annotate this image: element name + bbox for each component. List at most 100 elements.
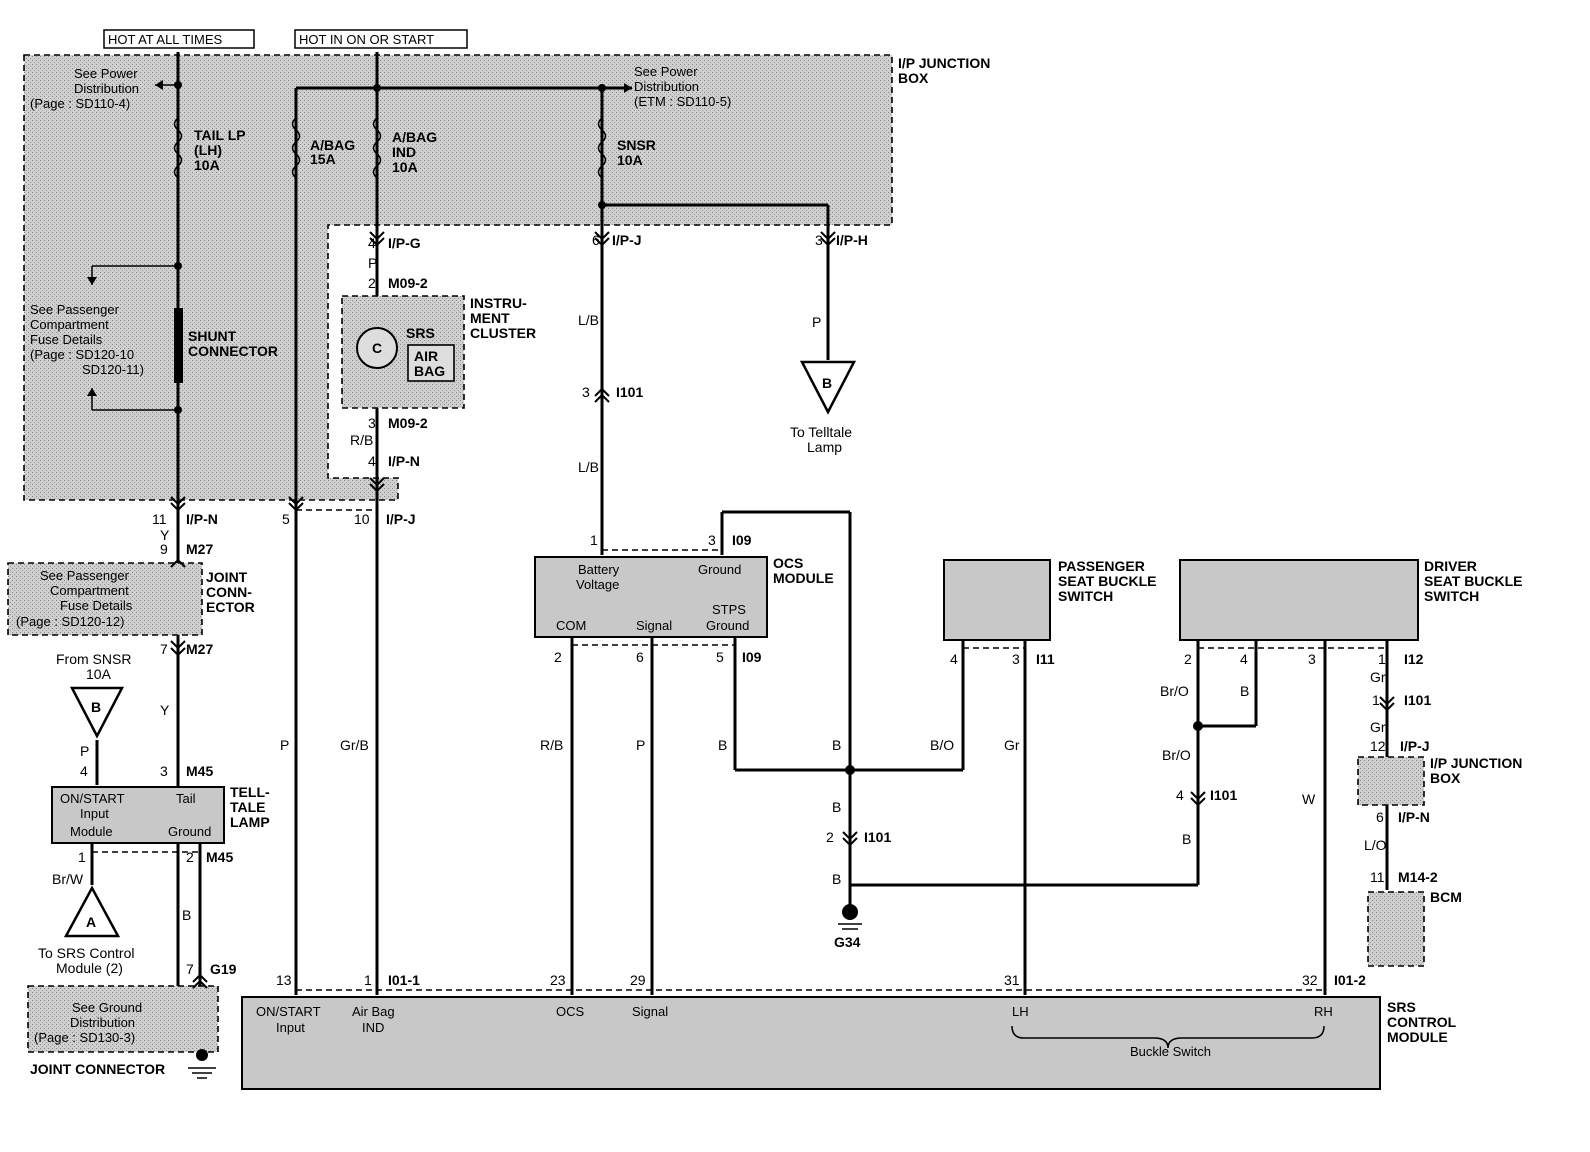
svg-text:To SRS Control: To SRS Control <box>38 945 134 961</box>
svg-text:Module: Module <box>70 824 113 839</box>
svg-text:TALE: TALE <box>230 799 266 815</box>
svg-text:Lamp: Lamp <box>807 439 842 455</box>
svg-text:STPS: STPS <box>712 602 746 617</box>
svg-text:4: 4 <box>368 453 376 469</box>
svg-text:SWITCH: SWITCH <box>1058 588 1113 604</box>
svg-text:29: 29 <box>630 972 646 988</box>
svg-text:Input: Input <box>276 1020 305 1035</box>
svg-text:7: 7 <box>186 961 194 977</box>
svg-text:Distribution: Distribution <box>634 79 699 94</box>
svg-text:4: 4 <box>950 651 958 667</box>
svg-text:A/BAG: A/BAG <box>392 129 437 145</box>
svg-text:P: P <box>280 737 289 753</box>
svg-text:SNSR: SNSR <box>617 137 656 153</box>
svg-text:SRS: SRS <box>1387 999 1416 1015</box>
svg-text:3: 3 <box>160 763 168 779</box>
svg-text:M09-2: M09-2 <box>388 275 428 291</box>
svg-text:INSTRU-: INSTRU- <box>470 295 527 311</box>
svg-text:B/O: B/O <box>930 737 954 753</box>
svg-text:4: 4 <box>368 235 376 251</box>
header-hot-in-on-start: HOT IN ON OR START <box>294 29 468 49</box>
svg-text:10A: 10A <box>86 666 112 682</box>
svg-text:B: B <box>182 907 191 923</box>
svg-text:Ground: Ground <box>706 618 749 633</box>
svg-text:6: 6 <box>636 649 644 665</box>
svg-text:13: 13 <box>276 972 292 988</box>
header-hot-at-all-times: HOT AT ALL TIMES <box>103 29 255 49</box>
svg-text:R/B: R/B <box>540 737 563 753</box>
passenger-fuse-details-1: See Passenger Compartment Fuse Details (… <box>30 302 144 377</box>
svg-text:I11: I11 <box>1036 651 1055 667</box>
svg-text:Input: Input <box>80 806 109 821</box>
svg-text:(Page : SD120-12): (Page : SD120-12) <box>16 614 124 629</box>
svg-text:L/O: L/O <box>1364 837 1387 853</box>
svg-text:I01-1: I01-1 <box>388 972 420 988</box>
svg-text:M27: M27 <box>186 541 213 557</box>
svg-text:Gr: Gr <box>1004 737 1020 753</box>
svg-text:2: 2 <box>186 849 194 865</box>
svg-text:From SNSR: From SNSR <box>56 651 131 667</box>
svg-text:M27: M27 <box>186 641 213 657</box>
svg-text:Gr/B: Gr/B <box>340 737 369 753</box>
svg-text:5: 5 <box>282 511 290 527</box>
svg-text:10A: 10A <box>617 152 643 168</box>
ground-distribution: 7 G19 See Ground Distribution (Page : SD… <box>27 961 237 1079</box>
svg-text:Br/O: Br/O <box>1162 747 1191 763</box>
svg-text:Distribution: Distribution <box>70 1015 135 1030</box>
driver-seat-buckle-switch: DRIVER SEAT BUCKLE SWITCH 2 4 3 1 I12 Br… <box>1160 558 1523 847</box>
joint-connector-mid: See Passenger Compartment Fuse Details (… <box>7 562 255 657</box>
svg-text:I/P-H: I/P-H <box>836 232 868 248</box>
svg-text:Compartment: Compartment <box>30 317 109 332</box>
svg-text:Fuse Details: Fuse Details <box>60 598 133 613</box>
svg-text:SWITCH: SWITCH <box>1424 588 1479 604</box>
svg-text:I12: I12 <box>1404 651 1424 667</box>
svg-text:ON/START: ON/START <box>60 791 125 806</box>
svg-text:Signal: Signal <box>632 1004 668 1019</box>
svg-text:I/P-J: I/P-J <box>612 232 642 248</box>
svg-text:SD120-11): SD120-11) <box>82 362 144 377</box>
svg-text:LH: LH <box>1012 1004 1029 1019</box>
svg-text:(LH): (LH) <box>194 142 222 158</box>
svg-text:Battery: Battery <box>578 562 620 577</box>
svg-text:BAG: BAG <box>414 363 445 379</box>
svg-text:SRS: SRS <box>406 325 435 341</box>
power-distribution-left-note: See Power Distribution (Page : SD110-4) <box>30 66 139 111</box>
svg-text:CONNECTOR: CONNECTOR <box>188 343 278 359</box>
svg-text:B: B <box>832 737 841 753</box>
svg-text:1: 1 <box>364 972 372 988</box>
svg-text:12: 12 <box>1370 738 1386 754</box>
svg-text:W: W <box>1302 791 1316 807</box>
svg-text:3: 3 <box>1308 651 1316 667</box>
svg-text:(Page : SD130-3): (Page : SD130-3) <box>34 1030 135 1045</box>
svg-text:31: 31 <box>1004 972 1020 988</box>
svg-text:2: 2 <box>554 649 562 665</box>
svg-text:M45: M45 <box>206 849 233 865</box>
svg-text:I101: I101 <box>1210 787 1237 803</box>
svg-text:32: 32 <box>1302 972 1318 988</box>
svg-text:Compartment: Compartment <box>50 583 129 598</box>
svg-text:JOINT CONNECTOR: JOINT CONNECTOR <box>30 1061 165 1077</box>
svg-text:(Page : SD120-10: (Page : SD120-10 <box>30 347 134 362</box>
svg-text:I/P-N: I/P-N <box>1398 809 1430 825</box>
svg-text:I/P-N: I/P-N <box>388 453 420 469</box>
svg-text:B: B <box>1240 683 1249 699</box>
svg-text:TELL-: TELL- <box>230 784 270 800</box>
svg-text:Gr: Gr <box>1370 719 1386 735</box>
svg-text:C: C <box>372 340 382 356</box>
svg-text:B: B <box>832 871 841 887</box>
svg-text:A: A <box>86 914 96 930</box>
to-telltale-lamp-ref: B To Telltale Lamp <box>790 360 857 455</box>
svg-text:1: 1 <box>78 849 86 865</box>
fuse-snsr: SNSR 10A <box>617 137 656 168</box>
svg-text:B: B <box>822 375 832 391</box>
fuse-abag: A/BAG 15A <box>310 137 355 167</box>
pins-ip-row: 11 I/P-N Y 9 M27 5 10 I/P-J <box>152 509 416 557</box>
svg-text:10: 10 <box>354 511 370 527</box>
svg-text:DRIVER: DRIVER <box>1424 558 1477 574</box>
svg-text:SHUNT: SHUNT <box>188 328 237 344</box>
svg-text:2: 2 <box>826 829 834 845</box>
svg-text:23: 23 <box>550 972 566 988</box>
svg-text:M45: M45 <box>186 763 213 779</box>
svg-text:L/B: L/B <box>578 312 599 328</box>
svg-text:M09-2: M09-2 <box>388 415 428 431</box>
